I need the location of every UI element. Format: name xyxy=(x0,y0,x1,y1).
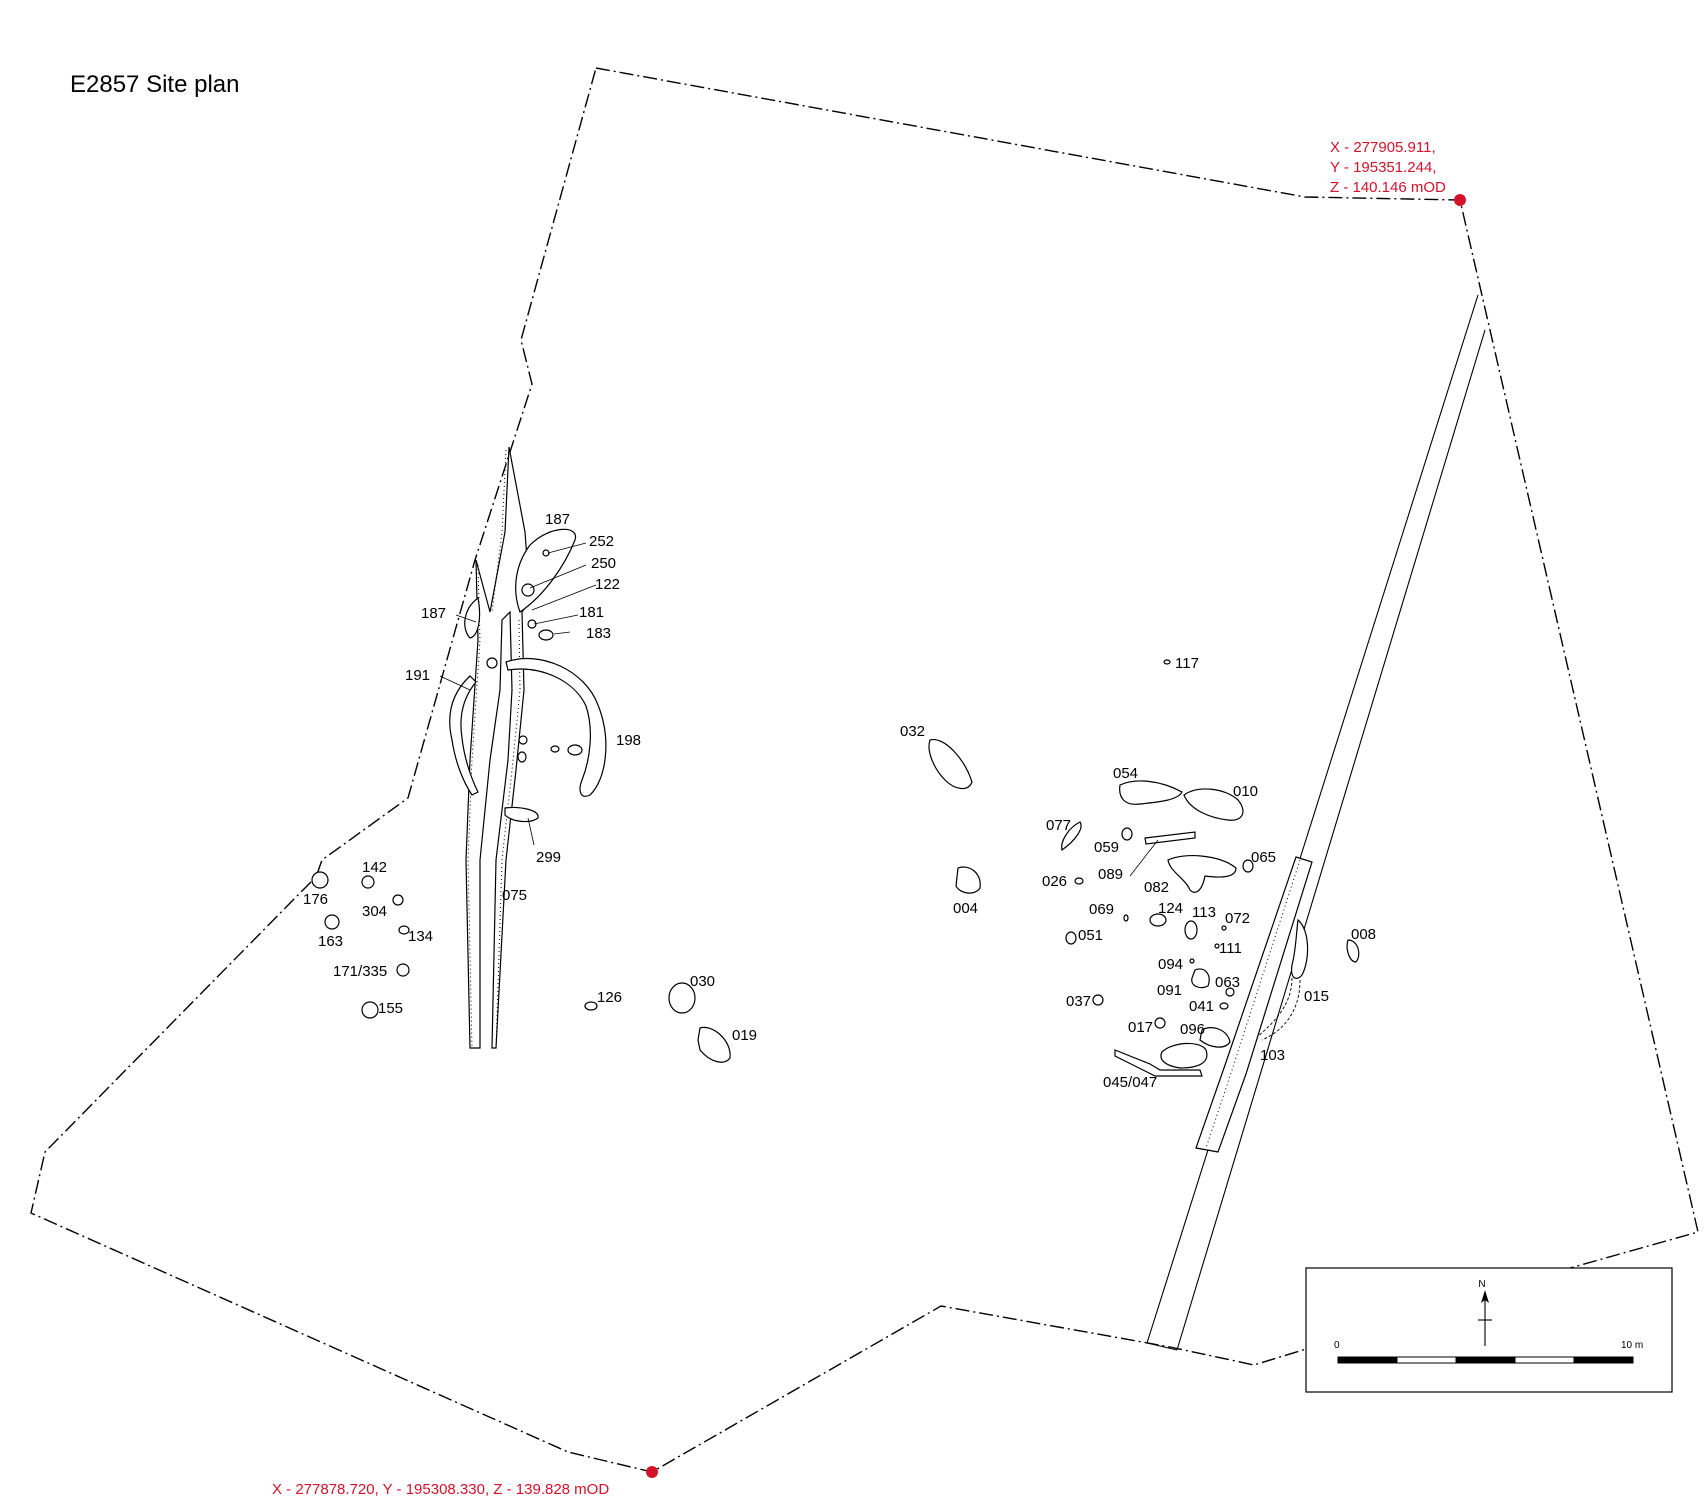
svg-text:113: 113 xyxy=(1192,904,1216,921)
svg-text:008: 008 xyxy=(1351,926,1376,943)
survey-point-marker-sw xyxy=(646,1466,658,1478)
svg-text:041: 041 xyxy=(1189,998,1214,1015)
svg-text:176: 176 xyxy=(303,891,328,908)
svg-text:103: 103 xyxy=(1260,1047,1285,1064)
svg-text:063: 063 xyxy=(1215,974,1240,991)
svg-text:010: 010 xyxy=(1233,783,1258,800)
svg-text:015: 015 xyxy=(1304,988,1329,1005)
svg-text:045/047: 045/047 xyxy=(1103,1074,1157,1091)
svg-text:171/335: 171/335 xyxy=(333,963,387,980)
svg-text:142: 142 xyxy=(362,859,387,876)
feature-labels: 187 252 250 122 187 181 183 191 198 299 … xyxy=(303,511,1376,1091)
legend-box: N 0 10 m xyxy=(1305,1267,1673,1393)
linear-track xyxy=(1146,294,1486,1351)
svg-text:051: 051 xyxy=(1078,927,1103,944)
svg-text:163: 163 xyxy=(318,933,343,950)
svg-text:252: 252 xyxy=(589,533,614,550)
plan-title: E2857 Site plan xyxy=(70,71,239,98)
svg-text:198: 198 xyxy=(616,732,641,749)
svg-text:037: 037 xyxy=(1066,993,1091,1010)
svg-text:304: 304 xyxy=(362,903,387,920)
svg-text:059: 059 xyxy=(1094,839,1119,856)
survey-point-ne-label: X - 277905.911, Y - 195351.244, Z - 140.… xyxy=(1330,139,1446,196)
svg-text:155: 155 xyxy=(378,1000,403,1017)
site-boundary xyxy=(30,67,1699,1473)
survey-point-sw-label: X - 277878.720, Y - 195308.330, Z - 139.… xyxy=(272,1481,609,1498)
svg-text:181: 181 xyxy=(579,604,604,621)
svg-text:187: 187 xyxy=(421,605,446,622)
scale-bar xyxy=(1337,1356,1634,1364)
svg-text:299: 299 xyxy=(536,849,561,866)
svg-text:065: 065 xyxy=(1251,849,1276,866)
svg-text:032: 032 xyxy=(900,723,925,740)
pits xyxy=(311,549,1360,1077)
svg-text:191: 191 xyxy=(405,667,430,684)
svg-text:069: 069 xyxy=(1089,901,1114,918)
north-arrow-icon xyxy=(1481,1290,1489,1303)
svg-text:026: 026 xyxy=(1042,873,1067,890)
leader-lines xyxy=(439,542,1159,877)
north-label: N xyxy=(1478,1279,1485,1290)
svg-text:072: 072 xyxy=(1225,910,1250,927)
svg-text:075: 075 xyxy=(502,887,527,904)
pit-187-b xyxy=(464,596,481,639)
svg-text:017: 017 xyxy=(1128,1019,1153,1036)
svg-text:089: 089 xyxy=(1098,866,1123,883)
svg-text:082: 082 xyxy=(1144,879,1169,896)
svg-text:054: 054 xyxy=(1113,765,1138,782)
svg-text:094: 094 xyxy=(1158,956,1183,973)
svg-text:126: 126 xyxy=(597,989,622,1006)
ditch-075 xyxy=(465,446,531,1049)
ring-ditch-191 xyxy=(449,675,479,796)
svg-text:030: 030 xyxy=(690,973,715,990)
svg-text:111: 111 xyxy=(1219,940,1242,957)
svg-text:019: 019 xyxy=(732,1027,757,1044)
svg-text:004: 004 xyxy=(953,900,978,917)
scale-end-label: 10 m xyxy=(1621,1340,1643,1351)
ring-ditch-198 xyxy=(505,657,607,797)
svg-text:183: 183 xyxy=(586,625,611,642)
scale-start-label: 0 xyxy=(1334,1340,1340,1351)
svg-text:091: 091 xyxy=(1157,982,1182,999)
svg-text:117: 117 xyxy=(1175,655,1199,672)
svg-text:122: 122 xyxy=(595,576,620,593)
svg-text:096: 096 xyxy=(1180,1021,1205,1038)
survey-point-marker-ne xyxy=(1454,194,1466,206)
svg-text:134: 134 xyxy=(408,928,433,945)
svg-text:250: 250 xyxy=(591,555,616,572)
svg-text:187: 187 xyxy=(545,511,570,528)
svg-text:124: 124 xyxy=(1158,900,1183,917)
svg-text:077: 077 xyxy=(1046,817,1071,834)
